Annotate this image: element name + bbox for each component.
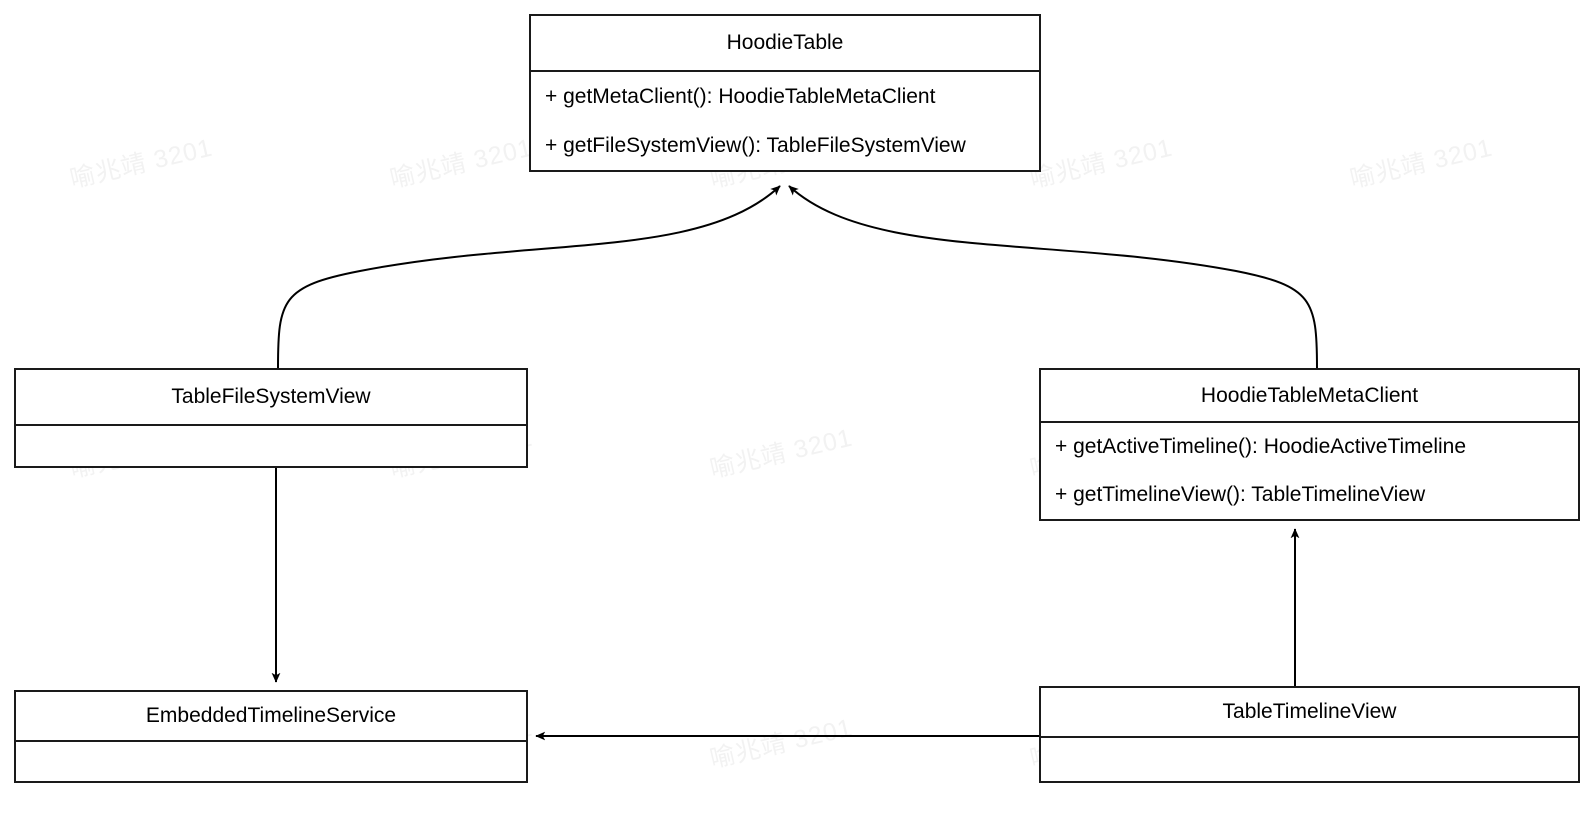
class-members-table-timeline-view (1041, 738, 1578, 781)
class-member: + getMetaClient(): HoodieTableMetaClient (545, 84, 936, 108)
watermark-label: 喻兆靖 3201 (707, 423, 856, 484)
class-name-table-timeline-view: TableTimelineView (1222, 700, 1397, 723)
watermark-label: 喻兆靖 3201 (387, 133, 536, 194)
watermark-label: 喻兆靖 3201 (707, 713, 856, 774)
edge-hoodietablemetaclient-to-hoodietable (788, 185, 1318, 369)
class-box-hoodie-table[interactable]: HoodieTable + getMetaClient(): HoodieTab… (529, 14, 1041, 172)
class-member: + getTimelineView(): TableTimelineView (1055, 483, 1426, 507)
class-divider (16, 424, 526, 426)
class-member: + getFileSystemView(): TableFileSystemVi… (545, 133, 966, 157)
class-divider (1041, 421, 1578, 423)
watermark-label: 喻兆靖 3201 (1027, 133, 1176, 194)
class-box-hoodie-table-meta-client[interactable]: HoodieTableMetaClient + getActiveTimelin… (1039, 368, 1580, 521)
class-members-hoodie-table-meta-client: + getActiveTimeline(): HoodieActiveTimel… (1041, 423, 1578, 519)
class-divider (531, 70, 1039, 72)
class-box-table-timeline-view[interactable]: TableTimelineView (1039, 686, 1580, 783)
class-members-embedded-timeline-service (16, 742, 526, 781)
edge-tablefilesystemview-to-hoodietable (277, 185, 781, 369)
watermark-label: 喻兆靖 3201 (67, 133, 216, 194)
class-members-hoodie-table: + getMetaClient(): HoodieTableMetaClient… (531, 72, 1039, 170)
class-box-table-file-system-view[interactable]: TableFileSystemView (14, 368, 528, 468)
class-name-table-file-system-view: TableFileSystemView (171, 385, 371, 408)
class-divider (1041, 736, 1578, 738)
class-members-table-file-system-view (16, 426, 526, 466)
class-name-hoodie-table: HoodieTable (726, 31, 844, 54)
class-name-hoodie-table-meta-client: HoodieTableMetaClient (1200, 383, 1419, 407)
class-name-embedded-timeline-service: EmbeddedTimelineService (145, 704, 397, 727)
class-box-embedded-timeline-service[interactable]: EmbeddedTimelineService (14, 690, 528, 783)
class-member: + getActiveTimeline(): HoodieActiveTimel… (1055, 435, 1467, 459)
watermark-label: 喻兆靖 3201 (1347, 133, 1496, 194)
class-divider (16, 740, 526, 742)
